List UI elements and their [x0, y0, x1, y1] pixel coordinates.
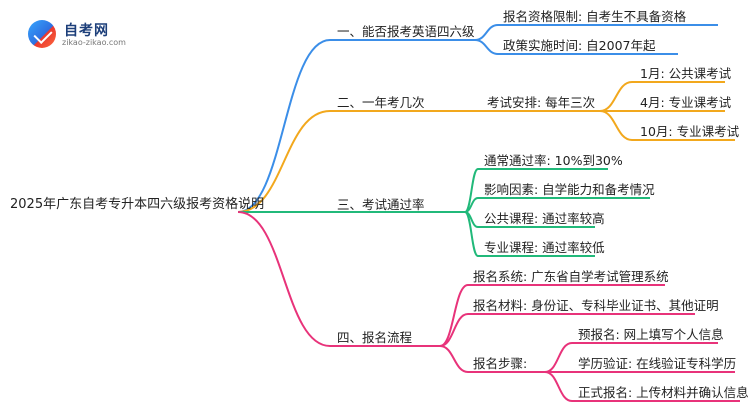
b3-item-2: 影响因素: 自学能力和备考情况: [484, 182, 655, 197]
b1-item-2: 政策实施时间: 自2007年起: [503, 38, 656, 53]
site-logo[interactable]: 自考网 zikao-zikao.com: [28, 18, 148, 52]
root-topic: 2025年广东自考专升本四六级报考资格说明: [10, 197, 265, 212]
connector-root-b2: [237, 110, 331, 213]
connector-b4-sub-1: [544, 342, 573, 373]
b2-sub-2: 4月: 专业课考试: [640, 95, 732, 110]
connector-b4-2: [439, 313, 469, 347]
b4-sub-1: 预报名: 网上填写个人信息: [578, 327, 724, 342]
logo-url: zikao-zikao.com: [62, 38, 126, 47]
branch-3-label: 三、考试通过率: [337, 197, 425, 212]
connector-b3-4: [464, 211, 479, 257]
b2-sub-3: 10月: 专业课考试: [640, 124, 740, 139]
connector-b4-sub-3: [544, 371, 573, 402]
branch-4-label: 四、报名流程: [337, 330, 413, 345]
branch-1-label: 一、能否报考英语四六级: [337, 24, 475, 39]
b4-item-1: 报名系统: 广东省自学考试管理系统: [473, 269, 669, 284]
connector-b4-3: [439, 345, 469, 373]
b3-item-4: 专业课程: 通过率较低: [484, 240, 605, 255]
b2-sub-1: 1月: 公共课考试: [640, 66, 732, 81]
b4-sub-2: 学历验证: 在线验证专科学历: [578, 356, 737, 371]
b3-item-3: 公共课程: 通过率较高: [484, 211, 605, 226]
logo-badge-icon: [28, 20, 56, 48]
b2-item-1: 考试安排: 每年三次: [487, 95, 596, 110]
b3-item-1: 通常通过率: 10%到30%: [484, 153, 623, 168]
connector-b1-1: [474, 24, 499, 41]
connector-b2-sub-1: [599, 81, 633, 112]
b4-sub-3: 正式报名: 上传材料并确认信息: [578, 385, 749, 400]
b4-item-2: 报名材料: 身份证、专科毕业证书、其他证明: [473, 298, 719, 313]
logo-name: 自考网: [64, 23, 109, 39]
connector-root-b1: [237, 39, 331, 213]
b1-item-1: 报名资格限制: 自考生不具备资格: [503, 9, 687, 24]
connector-b1-2: [474, 39, 499, 55]
b4-item-3: 报名步骤:: [473, 356, 528, 371]
connector-b2-sub-3: [599, 110, 633, 141]
connector-root-b4: [237, 211, 331, 347]
branch-2-label: 二、一年考几次: [337, 95, 425, 110]
